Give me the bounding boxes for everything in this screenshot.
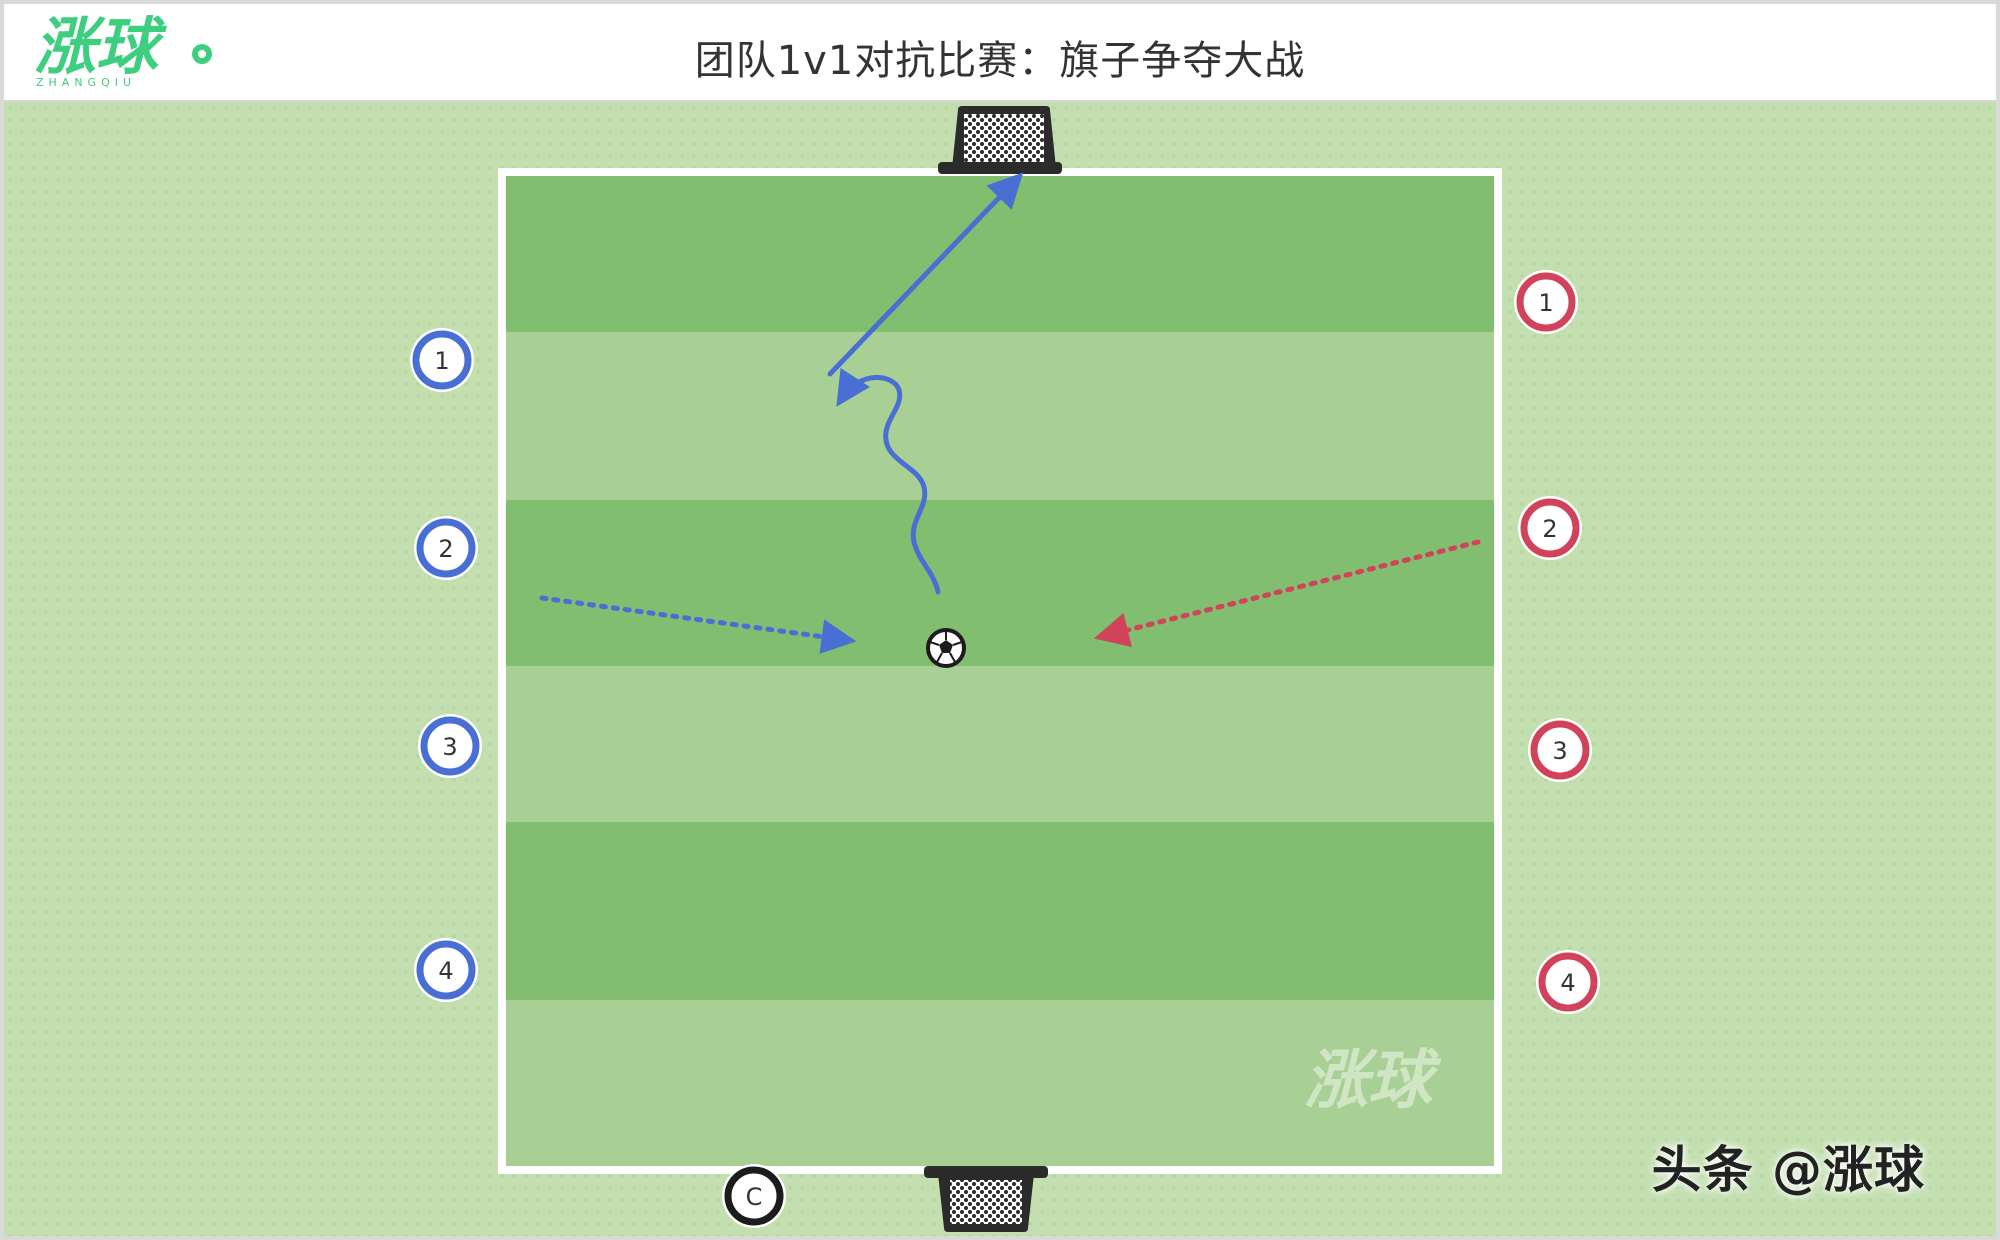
blue-player: 2: [414, 516, 478, 580]
coach-label: C: [746, 1183, 763, 1211]
blue-player: 4: [414, 938, 478, 1002]
logo-subtext: ZHANGQIU: [36, 76, 136, 89]
coach-marker: C: [722, 1164, 786, 1228]
field-stripes: [502, 172, 1498, 1170]
source-credit: 头条 @涨球: [1651, 1141, 1925, 1199]
field-stripe: [502, 1000, 1498, 1170]
blue-player-number: 3: [442, 733, 457, 761]
field-stripe: [502, 666, 1498, 822]
page-title: 团队1v1对抗比赛：旗子争夺大战: [694, 38, 1306, 84]
blue-player-number: 2: [438, 535, 453, 563]
red-player-number: 2: [1542, 515, 1557, 543]
blue-player-number: 4: [438, 957, 453, 985]
blue-shot-arrow: [827, 172, 1024, 377]
field-stripe: [502, 500, 1498, 666]
red-player-number: 4: [1560, 969, 1575, 997]
blue-player-number: 1: [434, 347, 449, 375]
field-stripe: [502, 822, 1498, 1000]
field-stripe: [502, 332, 1498, 500]
soccer-ball-icon: [926, 628, 966, 668]
header-bar: 涨球 ZHANGQIU 团队1v1对抗比赛：旗子争夺大战: [4, 4, 1996, 102]
red-player: 3: [1528, 718, 1592, 782]
bottom-goal: [924, 1166, 1048, 1232]
top-goal: [938, 106, 1062, 174]
drill-board: 涨球 1 2 3: [4, 102, 1996, 1236]
red-player: 1: [1514, 270, 1578, 334]
field-watermark: 涨球: [1304, 1044, 1442, 1118]
red-pass-arrow: [1093, 539, 1481, 648]
blue-dribble-arrow: [836, 367, 941, 595]
drill-diagram: 涨球 1 2 3: [4, 102, 1996, 1236]
blue-player: 1: [410, 328, 474, 392]
zhangqiu-logo: 涨球 ZHANGQIU: [34, 10, 212, 89]
red-player-number: 3: [1552, 737, 1567, 765]
red-player: 2: [1518, 496, 1582, 560]
red-player-number: 1: [1538, 289, 1553, 317]
blue-player: 3: [418, 714, 482, 778]
red-player: 4: [1536, 950, 1600, 1014]
blue-pass-arrow: [539, 595, 857, 654]
logo-text: 涨球: [34, 10, 167, 83]
